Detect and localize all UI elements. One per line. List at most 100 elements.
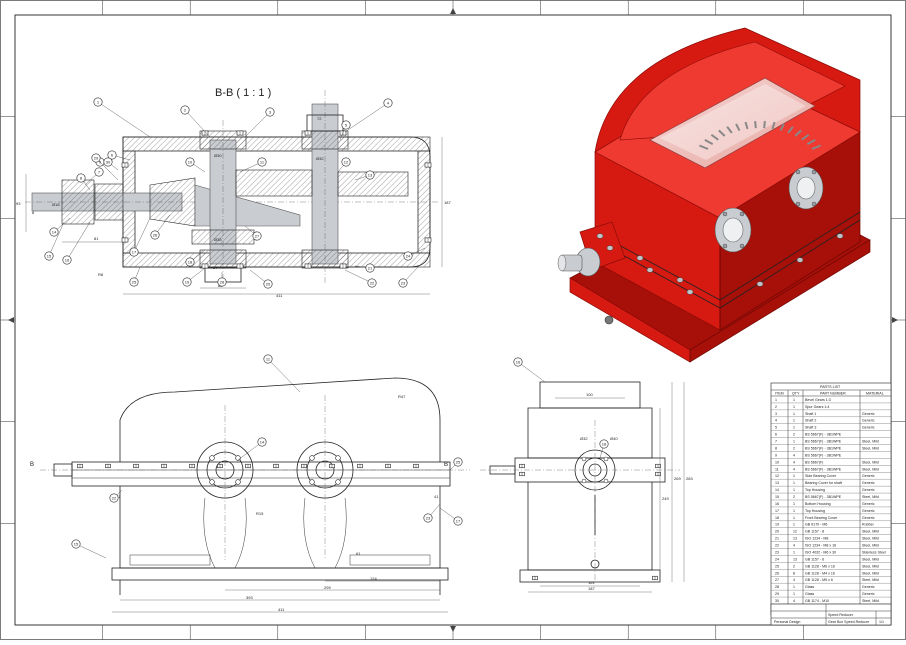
bb-balloon: [383, 98, 393, 108]
bb-balloon-label: 30: [106, 159, 111, 164]
parts-list-cell: Generic: [862, 481, 875, 485]
parts-list-cell: Steel, Mild: [862, 495, 879, 499]
parts-list-cell: 1: [793, 516, 795, 520]
parts-list-cell: 9: [775, 453, 777, 457]
bb-balloon: [257, 157, 267, 167]
parts-list-cell: 15: [775, 495, 779, 499]
parts-list-cell: 5: [775, 426, 777, 430]
bb-leader: [184, 109, 211, 138]
dim-shaft-top: 72: [317, 116, 322, 121]
parts-list-cell: BS 5667(F) - 3B1WPE: [805, 453, 842, 457]
fv-dim-radius: R15: [256, 511, 264, 516]
bb-balloon-label: 15: [47, 253, 52, 258]
parts-list-cell: GB 1157 - 6: [805, 557, 824, 561]
parts-list-cell: Steel, Mild: [862, 564, 879, 568]
bb-leader: [244, 111, 271, 138]
parts-list-cell: Top Housing: [805, 509, 825, 513]
fv-dim-top-radius: R47: [398, 394, 406, 399]
dim-input-length: 81: [94, 236, 99, 241]
dim-shaft-dia-4: Ø35: [214, 237, 222, 242]
parts-list-cell: Steel, Mild: [862, 537, 879, 541]
bb-balloon: [185, 157, 195, 167]
bb-balloon: [263, 279, 273, 289]
bb-balloon-label: 28: [220, 279, 225, 284]
bb-leader: [344, 269, 373, 284]
bb-leader: [344, 102, 389, 133]
parts-list-cell: 29: [775, 592, 779, 596]
bb-balloon-label: 24: [406, 253, 411, 258]
parts-list-cell: 1: [793, 550, 795, 554]
parts-list-cell: Glass: [805, 592, 814, 596]
parts-list-cell: 1: [793, 398, 795, 402]
dim-fillet: R8: [98, 272, 104, 277]
parts-list-cell: GB 1174 - M10: [805, 599, 829, 603]
cut-label-right: B: [444, 462, 448, 468]
parts-list-cell: Generic: [862, 509, 875, 513]
bb-balloon-label: 12: [344, 159, 349, 164]
fv-balloon-label: 14: [260, 439, 265, 444]
parts-list-cell: 26: [775, 571, 779, 575]
parts-list-cell: BS 5667(F) - 3B1WPE: [805, 467, 842, 471]
parts-list-cell: 2: [775, 405, 777, 409]
parts-list-cell: Generic: [862, 419, 875, 423]
parts-list-cell: Steel, Mild: [862, 557, 879, 561]
bb-balloon: [185, 257, 195, 267]
title-block-subtitle: Gear Box Speed Reducer: [828, 620, 870, 624]
bb-balloon: [252, 231, 262, 241]
bb-balloon-label: 27: [255, 233, 260, 238]
parts-list-cell: 23: [775, 550, 779, 554]
sv-leader: [517, 361, 546, 383]
parts-list-cell: 1: [775, 398, 777, 402]
bb-balloon-label: 9: [99, 159, 102, 164]
bb-balloon: [76, 173, 86, 183]
sv-dim-height: 269: [674, 476, 681, 481]
bb-balloon: [91, 153, 101, 163]
sv-dim-width: 187: [588, 586, 595, 591]
bb-balloon: [150, 230, 160, 240]
bb-balloon: [44, 251, 54, 261]
parts-list-cell: GB 1128 - M5 x 6: [805, 578, 833, 582]
parts-list-cell: Glass: [805, 585, 814, 589]
parts-list-table: PARTS LIST ITEM QTY PART NUMBER MATERIAL…: [770, 382, 892, 616]
parts-list-cell: 1: [793, 474, 795, 478]
parts-header-material: MATERIAL: [866, 392, 884, 396]
dim-key-width: 8: [32, 210, 35, 215]
parts-list-cell: Steel, Mild: [862, 544, 879, 548]
sv-dim-height-total: 283: [686, 476, 693, 481]
parts-list-cell: Bevel Gears 1:3: [805, 398, 831, 402]
parts-list-cell: 10: [775, 460, 779, 464]
dim-bearing-width: 27: [213, 265, 218, 270]
bb-balloon-label: 5: [345, 122, 348, 127]
parts-list-cell: 16: [775, 502, 779, 506]
parts-list-cell: BS 5667(F) - 3B1WPE: [805, 446, 842, 450]
parts-list-cell: Side Bearing Cover: [805, 474, 837, 478]
parts-list-cell: 2: [793, 446, 795, 450]
sv-dim-bore: Ø32: [580, 436, 588, 441]
fv-dim-foot: 61: [356, 551, 361, 556]
parts-list-cell: 1: [793, 585, 795, 589]
parts-list-cell: 4: [793, 599, 795, 603]
parts-list-cell: 11: [775, 467, 779, 471]
bb-balloon-label: 13: [368, 172, 373, 177]
gear-teeth-through-glass: [699, 121, 821, 150]
fv-balloon-label: 17: [456, 518, 461, 523]
parts-list-cell: Stainless Steel: [862, 550, 886, 554]
bb-balloon: [265, 107, 275, 117]
fv-balloon-label: 25: [456, 459, 461, 464]
parts-list-cell: 1: [793, 592, 795, 596]
bb-balloon: [217, 277, 227, 287]
section-title: B-B ( 1 : 1 ): [215, 87, 271, 99]
front-view: B B 411 393 299 124 R15 17 61 41 R47 111…: [30, 354, 470, 613]
sv-balloon-label: 16: [516, 359, 521, 364]
parts-list-cell: GB 6170 - M6: [805, 523, 827, 527]
sv-balloon-label: 18: [602, 441, 607, 446]
bb-balloon-label: 17: [132, 249, 137, 254]
